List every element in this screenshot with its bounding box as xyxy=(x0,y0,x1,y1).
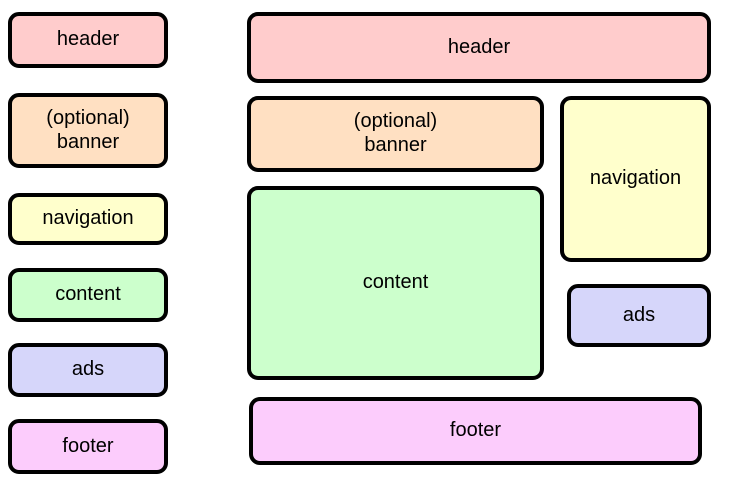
wide-block-navigation-label: navigation xyxy=(589,167,682,190)
narrow-block-footer: footer xyxy=(8,419,168,474)
wide-block-banner: (optional) banner xyxy=(247,96,544,172)
narrow-block-header: header xyxy=(8,12,168,68)
narrow-block-content: content xyxy=(8,268,168,322)
narrow-block-content-label: content xyxy=(55,283,121,306)
wide-block-header: header xyxy=(247,12,711,83)
narrow-block-navigation-label: navigation xyxy=(42,207,134,230)
wide-block-footer: footer xyxy=(249,397,702,465)
wide-block-content: content xyxy=(247,186,544,380)
wide-block-ads: ads xyxy=(567,284,711,347)
narrow-block-ads: ads xyxy=(8,343,168,397)
wide-block-footer-label: footer xyxy=(449,419,502,442)
wide-block-content-label: content xyxy=(362,271,429,294)
wide-block-banner-label: (optional) banner xyxy=(353,110,438,156)
narrow-block-footer-label: footer xyxy=(62,434,114,457)
wide-block-navigation: navigation xyxy=(560,96,711,262)
wide-block-header-label: header xyxy=(447,35,511,58)
wide-block-ads-label: ads xyxy=(622,303,656,326)
narrow-block-navigation: navigation xyxy=(8,193,168,245)
narrow-block-header-label: header xyxy=(56,28,120,51)
narrow-block-ads-label: ads xyxy=(71,358,105,381)
narrow-block-banner-label: (optional) banner xyxy=(46,106,130,153)
narrow-block-banner: (optional) banner xyxy=(8,93,168,168)
